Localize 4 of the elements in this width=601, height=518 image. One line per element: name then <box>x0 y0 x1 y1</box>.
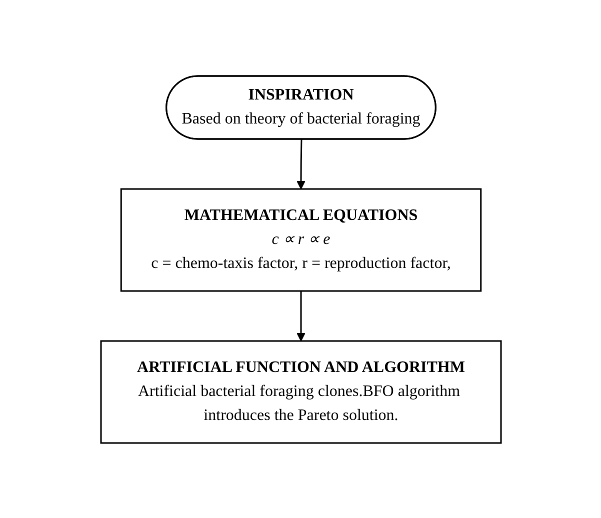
arrow <box>296 290 305 341</box>
arrow <box>296 138 305 189</box>
node-box: MATHEMATICAL EQUATIONS c ∝ r ∝ e c = chemo-taxis factor, r = reproduction factor, <box>120 188 482 292</box>
node-box: ARTIFICIAL FUNCTION AND ALGORITHM Artificial bacterial foraging clones.BFO algorithm introduces the Pareto solution. <box>100 340 502 444</box>
